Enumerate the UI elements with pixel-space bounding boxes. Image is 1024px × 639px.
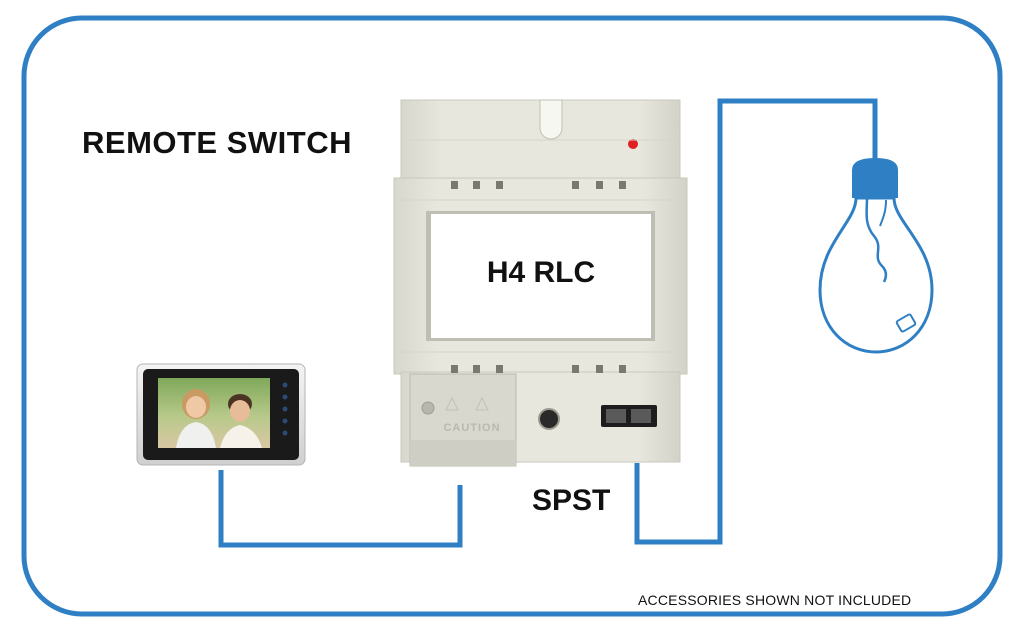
- bulb-filament: [865, 197, 888, 283]
- status-led: [628, 139, 638, 149]
- device-model-label: H4 RLC: [486, 256, 596, 289]
- wire-switch-to-bulb: [634, 98, 878, 545]
- bulb-socket: [852, 158, 898, 198]
- accessories-note: ACCESSORIES SHOWN NOT INCLUDED: [638, 592, 912, 608]
- diagram-title: REMOTE SWITCH: [82, 125, 352, 160]
- monitor-unit: [136, 363, 306, 466]
- screw-hole: [538, 408, 560, 430]
- wire-monitor-to-controller: [218, 470, 463, 548]
- caution-text: CAUTION: [443, 422, 501, 434]
- light-bulb: [818, 158, 934, 354]
- switch-type-label: SPST: [532, 484, 611, 517]
- bulb-glass: [818, 196, 934, 354]
- controller-unit: [393, 99, 688, 467]
- outer-frame: [21, 15, 1003, 617]
